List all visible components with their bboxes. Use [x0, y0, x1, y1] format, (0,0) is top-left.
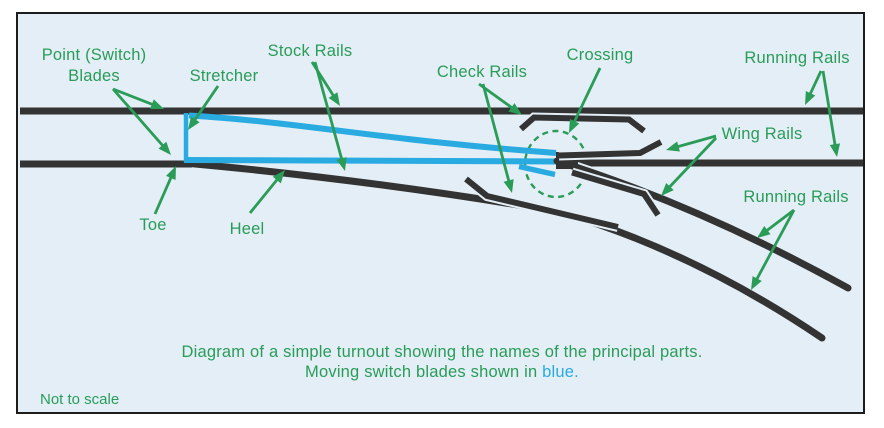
wing-rail-upper [558, 139, 663, 159]
arrow-running-rail-top-1 [805, 70, 823, 105]
diagram-frame [16, 12, 865, 414]
arrow-heel [248, 170, 285, 214]
arrow-stock-rail-bottom [313, 61, 347, 171]
label-crossing: Crossing [567, 46, 634, 64]
label-stretcher: Stretcher [190, 67, 259, 85]
caption-line2: Moving switch blades shown in blue. [17, 363, 867, 382]
arrow-crossing [569, 67, 602, 133]
caption-line1: Diagram of a simple turnout showing the … [181, 343, 703, 361]
arrow-toe [153, 166, 176, 215]
caption-line2-prefix: Moving switch blades shown in [305, 363, 543, 381]
label-point-switch-blades-line2: Blades [68, 67, 120, 85]
not-to-scale-note: Not to scale [40, 391, 120, 408]
arrow-stretcher [188, 85, 220, 130]
caption-line2-blue-word: blue. [542, 363, 579, 381]
check-rail-lower [464, 176, 619, 230]
arrow-check-rail-lower [481, 83, 514, 193]
arrow-blades-to-lower-blade [111, 88, 171, 155]
arrow-wing-rail-upper [666, 134, 717, 152]
arrow-wing-rail-lower [661, 137, 718, 196]
arrow-running-rail-top-2 [821, 70, 841, 157]
label-check-rails: Check Rails [437, 63, 527, 81]
diverging-upper-rail [553, 157, 852, 292]
switch-blade-upper [188, 112, 557, 156]
wing-rail-lower [571, 169, 661, 217]
label-toe: Toe [139, 216, 166, 234]
arrow-running-rail-low-2 [751, 209, 796, 290]
label-running-rails-top: Running Rails [744, 49, 849, 67]
check-rail-upper [519, 114, 646, 134]
label-point-switch-blades-line1: Point (Switch) [42, 46, 147, 64]
label-heel: Heel [230, 220, 265, 238]
label-wing-rails: Wing Rails [722, 125, 803, 143]
switch-blade-diverging-stub [518, 163, 556, 178]
arrow-running-rail-low-1 [757, 208, 795, 238]
diverging-lower-rail [186, 160, 826, 342]
arrow-blades-to-upper-blade [112, 87, 164, 110]
label-stock-rails: Stock Rails [268, 42, 353, 60]
switch-blade-lower [183, 157, 557, 165]
label-running-rails-bottom: Running Rails [743, 188, 848, 206]
